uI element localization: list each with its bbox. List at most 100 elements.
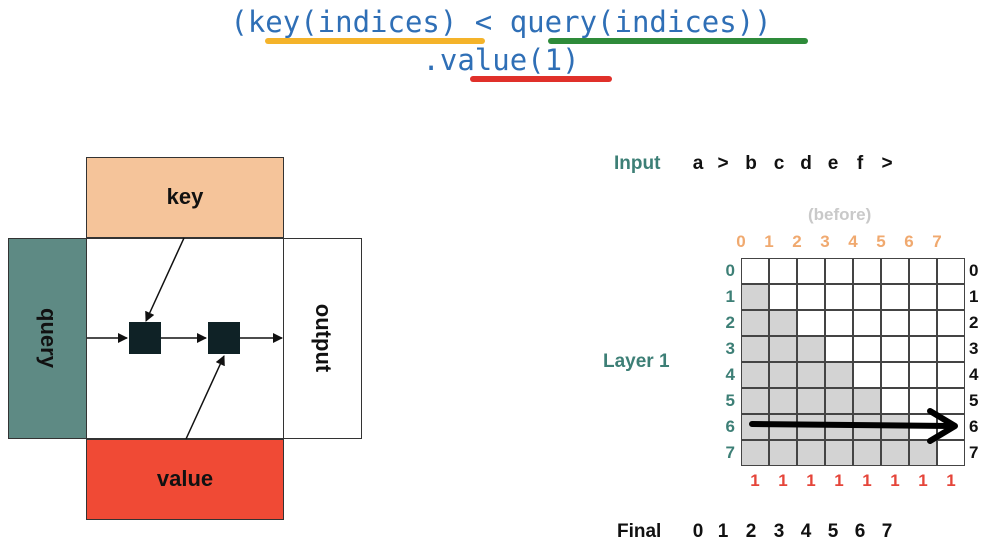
code-line-1: (key(indices) < query(indices))	[230, 5, 772, 39]
grid-cell	[769, 284, 797, 310]
grid-cell	[909, 362, 937, 388]
row-index: 0	[969, 261, 979, 280]
row-index: 0	[725, 261, 735, 280]
grid-cell	[937, 310, 965, 336]
final-value: 6	[854, 521, 866, 542]
output-value: 1	[918, 471, 928, 490]
row-index: 6	[969, 417, 979, 436]
grid-cell	[881, 310, 909, 336]
input-token: >	[717, 153, 729, 174]
grid-cell	[909, 414, 937, 440]
grid-cell	[825, 336, 853, 362]
key-box	[86, 157, 284, 238]
grid-cell	[853, 284, 881, 310]
grid-cell	[825, 284, 853, 310]
grid-cell	[881, 388, 909, 414]
key-to-node-arrow	[145, 237, 185, 322]
grid-cell	[853, 440, 881, 466]
grid-cell	[769, 310, 797, 336]
grid-cell	[909, 310, 937, 336]
output-value: 1	[862, 471, 872, 490]
final-value: 3	[773, 521, 785, 542]
row-index: 4	[969, 365, 979, 384]
grid-cell	[909, 258, 937, 284]
grid-cell	[825, 440, 853, 466]
row-index: 2	[725, 313, 735, 332]
value-underline	[470, 76, 612, 82]
output-value: 1	[806, 471, 816, 490]
grid-cell	[769, 388, 797, 414]
row-index: 5	[969, 391, 979, 410]
grid-cell	[741, 284, 769, 310]
grid-cell	[937, 362, 965, 388]
grid-cell	[825, 414, 853, 440]
input-label: Input	[614, 153, 661, 174]
input-token: >	[881, 153, 893, 174]
row-index: 3	[969, 339, 979, 358]
column-index: 2	[792, 232, 802, 251]
grid-cell	[797, 336, 825, 362]
row-index: 5	[725, 391, 735, 410]
row-index: 7	[969, 443, 979, 462]
value-to-node-arrow	[185, 355, 225, 440]
grid-cell	[741, 388, 769, 414]
grid-cell	[853, 310, 881, 336]
row-index: 1	[969, 287, 979, 306]
grid-cell	[909, 388, 937, 414]
grid-cell	[881, 284, 909, 310]
grid-cell	[937, 258, 965, 284]
grid-cell	[853, 388, 881, 414]
code-line-2: .value(1)	[422, 43, 580, 77]
grid-cell	[853, 336, 881, 362]
grid-cell	[881, 258, 909, 284]
query-box	[8, 238, 87, 439]
grid-cell	[881, 414, 909, 440]
grid-cell	[825, 388, 853, 414]
grid-cell	[937, 284, 965, 310]
row-index: 2	[969, 313, 979, 332]
column-index: 5	[876, 232, 886, 251]
grid-cell	[741, 414, 769, 440]
grid-cell	[769, 440, 797, 466]
final-value: 1	[717, 521, 729, 542]
column-index: 0	[736, 232, 746, 251]
before-label: (before)	[808, 205, 872, 224]
grid-cell	[797, 258, 825, 284]
grid-cell	[853, 362, 881, 388]
grid-cell	[825, 310, 853, 336]
grid-cell	[741, 336, 769, 362]
column-index: 4	[848, 232, 858, 251]
grid-cell	[797, 284, 825, 310]
column-index: 3	[820, 232, 830, 251]
final-label: Final	[617, 521, 662, 542]
input-token: b	[745, 153, 757, 174]
grid-cell	[769, 362, 797, 388]
grid-cell	[769, 258, 797, 284]
layer-label: Layer 1	[603, 351, 670, 372]
grid-cell	[741, 440, 769, 466]
grid-cell	[937, 440, 965, 466]
grid-cell	[797, 414, 825, 440]
grid-cell	[909, 336, 937, 362]
grid-cell	[881, 440, 909, 466]
output-box	[283, 238, 362, 439]
grid-cell	[937, 388, 965, 414]
column-index: 6	[904, 232, 914, 251]
grid-cell	[881, 362, 909, 388]
grid-cell	[797, 388, 825, 414]
final-value: 2	[745, 521, 757, 542]
final-value: 5	[827, 521, 839, 542]
key-label: key	[166, 184, 204, 209]
aggregate-node	[208, 322, 240, 354]
grid-cell	[881, 336, 909, 362]
output-value: 1	[750, 471, 760, 490]
grid-cell	[853, 414, 881, 440]
grid-cell	[825, 258, 853, 284]
query-underline	[548, 38, 808, 44]
grid-cell	[909, 284, 937, 310]
output-value: 1	[890, 471, 900, 490]
grid-cell	[797, 310, 825, 336]
input-token: f	[856, 153, 864, 174]
input-token: d	[800, 153, 812, 174]
grid-cell	[937, 414, 965, 440]
